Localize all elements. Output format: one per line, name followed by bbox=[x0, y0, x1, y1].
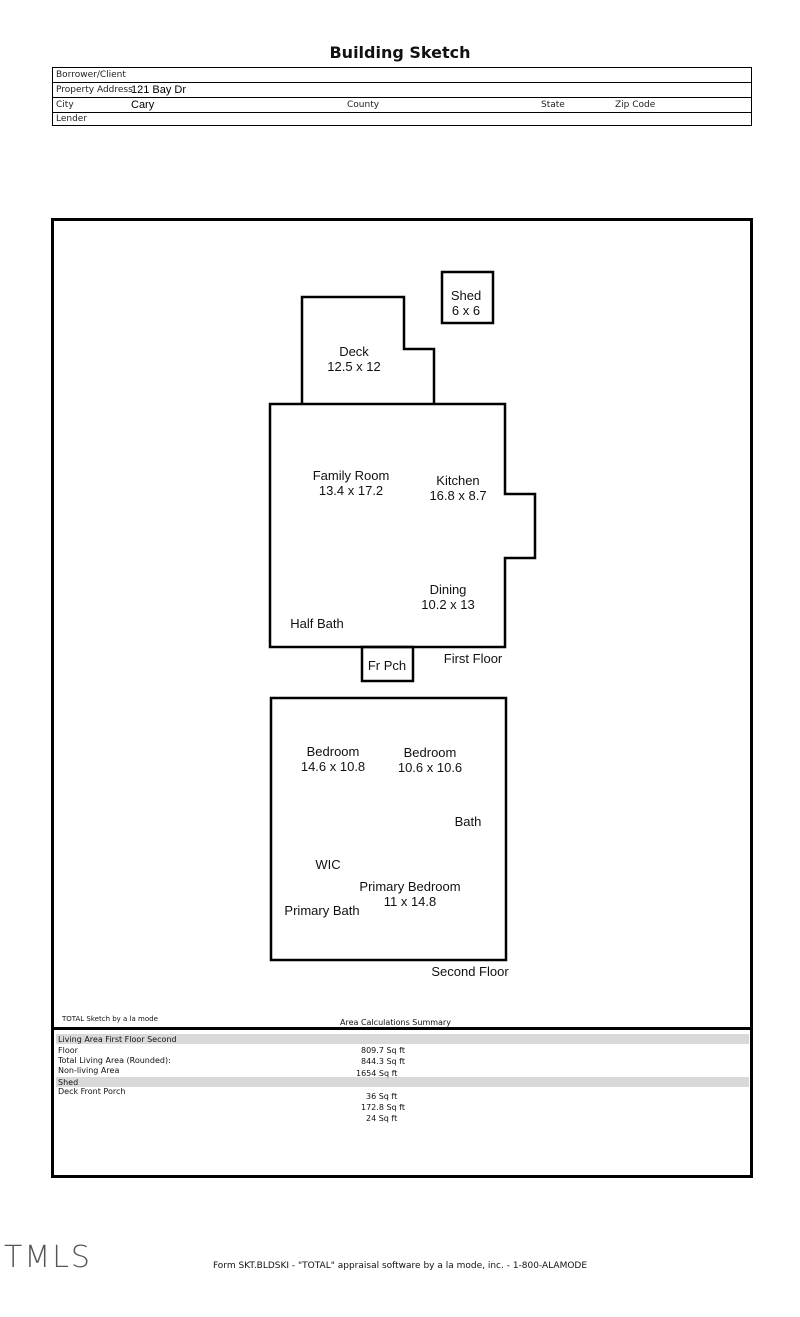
shed-band bbox=[56, 1077, 749, 1087]
second-floor-label: Second Floor bbox=[431, 964, 509, 979]
first-floor-label: First Floor bbox=[443, 651, 503, 666]
primary-bath-label: Primary Bath bbox=[284, 903, 360, 918]
property-row: Property Address 121 Bay Dr bbox=[53, 83, 751, 98]
deck-porch-label: Deck Front Porch bbox=[58, 1087, 126, 1096]
city-value: Cary bbox=[131, 99, 155, 111]
summary-title: Area Calculations Summary bbox=[340, 1018, 451, 1027]
header-form: Borrower/Client Property Address 121 Bay… bbox=[52, 67, 752, 126]
front-porch-label: Fr Pch bbox=[367, 658, 407, 673]
shed-summary-label: Shed bbox=[58, 1078, 79, 1087]
city-row: City Cary County State Zip Code bbox=[53, 98, 751, 113]
first-floor-outline bbox=[268, 402, 537, 649]
total-living-label: Total Living Area (Rounded): bbox=[58, 1056, 171, 1065]
shed-value: 36 Sq ft bbox=[366, 1092, 398, 1101]
deck-outline bbox=[300, 295, 436, 404]
front-porch-outline bbox=[360, 645, 415, 683]
nonliving-value: 1654 Sq ft bbox=[356, 1069, 398, 1078]
floor-value: 809.7 Sq ft bbox=[361, 1046, 405, 1055]
nonliving-label: Non-living Area bbox=[58, 1066, 120, 1075]
page-title: Building Sketch bbox=[329, 43, 471, 62]
second-floor-outline bbox=[269, 696, 508, 962]
zip-label: Zip Code bbox=[615, 100, 656, 110]
shed-outline bbox=[440, 270, 495, 325]
sketch-credit: TOTAL Sketch by a la mode bbox=[62, 1015, 158, 1023]
half-bath-label: Half Bath bbox=[290, 616, 344, 631]
lender-row: Lender bbox=[53, 113, 751, 126]
property-label: Property Address bbox=[56, 85, 133, 95]
borrower-row: Borrower/Client bbox=[53, 68, 751, 83]
lender-label: Lender bbox=[56, 114, 88, 124]
summary-divider bbox=[51, 1027, 753, 1030]
living-area-header: Living Area First Floor Second bbox=[58, 1035, 177, 1044]
deck-value: 172.8 Sq ft bbox=[361, 1103, 405, 1112]
bath-label: Bath bbox=[454, 814, 482, 829]
form-footer: Form SKT.BLDSKI - "TOTAL" appraisal soft… bbox=[212, 1261, 588, 1271]
total-living-value: 844.3 Sq ft bbox=[361, 1057, 405, 1066]
sketch-frame bbox=[51, 218, 753, 1178]
borrower-label: Borrower/Client bbox=[56, 70, 126, 80]
state-label: State bbox=[541, 100, 565, 110]
living-area-band bbox=[56, 1034, 749, 1044]
property-value: 121 Bay Dr bbox=[131, 84, 187, 96]
porch-value: 24 Sq ft bbox=[366, 1114, 398, 1123]
floor-label: Floor bbox=[58, 1046, 78, 1055]
city-label: City bbox=[56, 100, 74, 110]
wic-label: WIC bbox=[315, 857, 341, 872]
county-label: County bbox=[347, 100, 380, 110]
tmls-logo: TMLS bbox=[4, 1240, 92, 1275]
